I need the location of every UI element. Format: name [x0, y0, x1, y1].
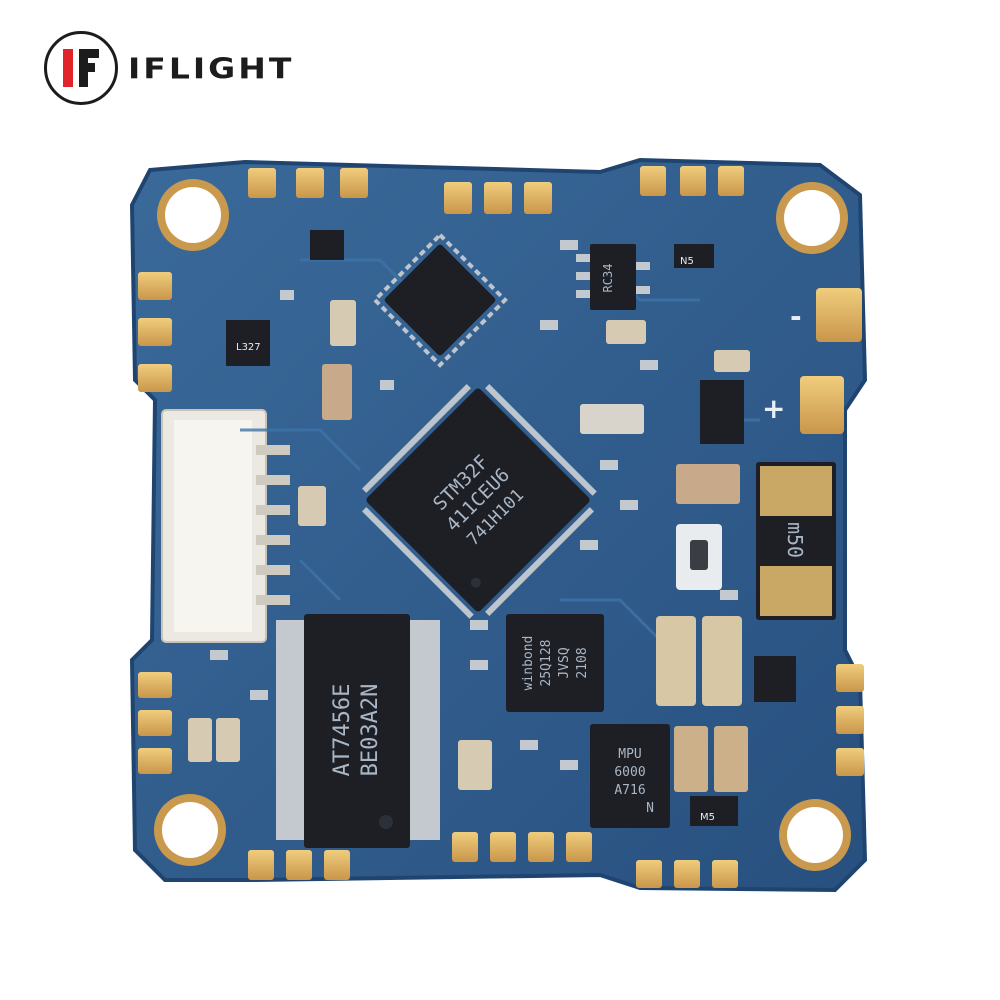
flash-label-line-2: 25Q128: [539, 640, 554, 687]
flash-chip: [506, 614, 604, 712]
jst-connector: [161, 409, 290, 643]
osd-chip: [276, 614, 440, 848]
gyro-label-line-1: MPU: [618, 747, 641, 762]
flash-label-line-1: winbond: [521, 636, 536, 691]
brand-name: IFLIGHT: [128, 51, 295, 85]
shunt-label: m50: [783, 522, 807, 558]
iflight-logo-icon: [44, 31, 118, 105]
polarity-plus: +: [762, 392, 785, 425]
gyro-label-line-3: A716: [614, 783, 645, 798]
solder-pads: [138, 166, 864, 888]
regulator-label: RC34: [601, 264, 615, 293]
capacitors: [188, 300, 750, 792]
polarity-minus: -: [790, 300, 802, 333]
brand-logo: IFLIGHT: [44, 30, 294, 106]
mounting-holes: [154, 179, 851, 871]
gyro-label-line-4: N: [646, 801, 654, 816]
osd-label-line-1: AT7456E: [330, 684, 355, 777]
osd-label-line-2: BE03A2N: [358, 684, 383, 777]
silk-label-m5: M5: [700, 812, 715, 823]
gyro-chip: MPU 6000 A716 N: [590, 724, 670, 828]
gyro-label-line-2: 6000: [614, 765, 645, 780]
silk-label-l327: L327: [236, 342, 261, 353]
mcu-chip: [362, 384, 597, 619]
silk-label-n5: N5: [680, 256, 694, 267]
baro-chip: [372, 232, 508, 368]
shunt-resistor: [756, 462, 836, 620]
boot-button: [676, 524, 722, 590]
flash-label-line-4: 2108: [575, 647, 590, 678]
flash-label-line-3: JVSQ: [557, 647, 572, 678]
regulator-chip: [576, 244, 650, 310]
